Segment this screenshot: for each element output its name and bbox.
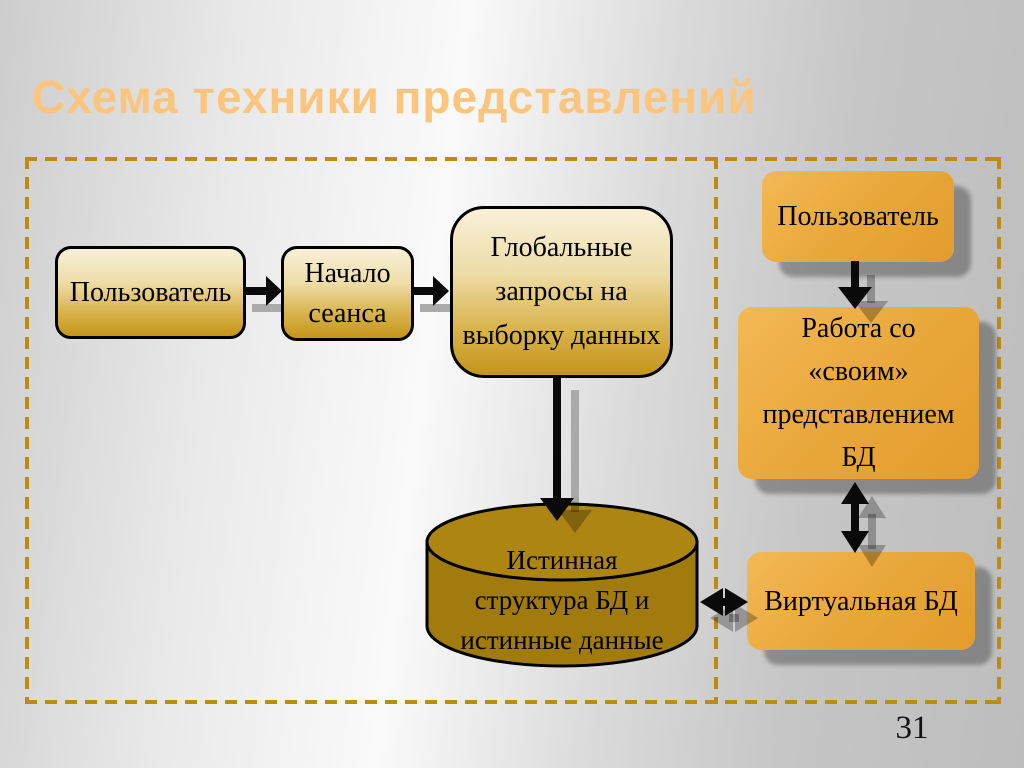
frame-divider-vertical [714, 157, 718, 704]
arrow-user-to-session [243, 276, 282, 306]
node-user-left: Пользователь [55, 246, 246, 339]
node-virtual-db: Виртуальная БД [747, 552, 975, 650]
arrow-virtual-db-to-true-db [700, 588, 748, 616]
node-user-right-label: Пользователь [777, 201, 939, 232]
arrow-session-to-queries [413, 276, 449, 306]
node-own-view-work-label: Работа со «своим» представлением БД [762, 313, 955, 473]
node-own-view-work: Работа со «своим» представлением БД [738, 307, 979, 479]
node-session-start-label: Начало сеанса [304, 257, 391, 329]
node-user-left-label: Пользователь [69, 276, 232, 308]
frame-border-top [25, 157, 1001, 161]
page-number: 31 [895, 710, 929, 746]
page-title: Схема техники представлений [32, 71, 757, 123]
node-session-start: Начало сеанса [281, 246, 414, 341]
arrow-queries-to-true-db [540, 378, 574, 521]
arrow-queries-to-true-db-shadow [558, 390, 592, 533]
node-true-db-label: Истинная структура БД и истинные данные [460, 545, 664, 655]
node-true-db: Истинная структура БД и истинные данные [423, 540, 701, 660]
node-global-queries-label: Глобальные запросы на выборку данных [462, 232, 661, 351]
node-true-db-cylinder [425, 502, 699, 668]
arrow-user2-to-own-view-shadow [854, 275, 888, 323]
frame-border-right [997, 157, 1001, 704]
arrow-user2-to-own-view [838, 261, 872, 309]
frame-border-left [25, 157, 29, 704]
frame-border-bottom [25, 700, 1001, 704]
node-user-right: Пользователь [762, 171, 954, 262]
node-virtual-db-label: Виртуальная БД [764, 585, 958, 617]
arrow-own-view-to-virtual-db-shadow [858, 496, 886, 567]
node-global-queries: Глобальные запросы на выборку данных [450, 206, 673, 378]
arrow-own-view-to-virtual-db [841, 482, 869, 553]
